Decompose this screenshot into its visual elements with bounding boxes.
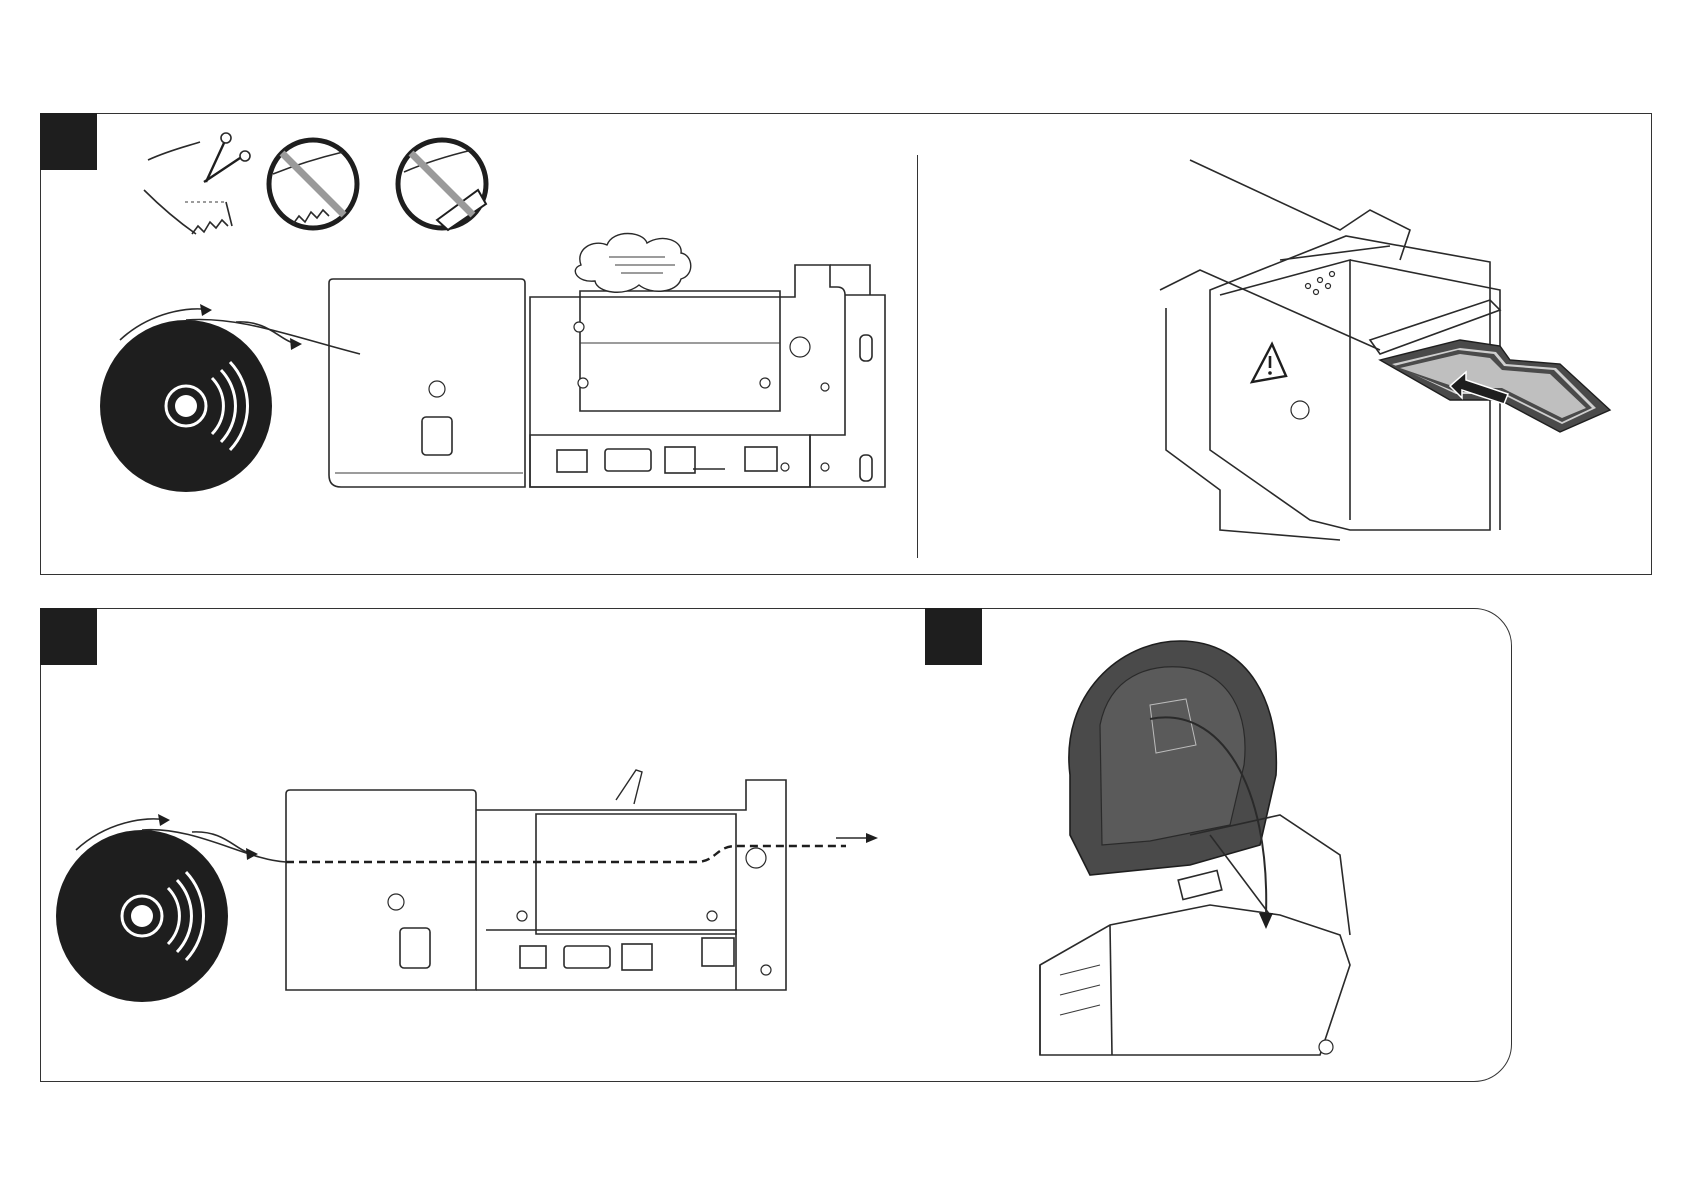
- warning-icon: [1252, 344, 1286, 382]
- prohibited-folded-edge-icon: [392, 134, 492, 234]
- printer-side-view-top: [325, 235, 895, 495]
- printer-front-insertion: [1160, 150, 1620, 550]
- close-cover-illustration: [1030, 635, 1450, 1075]
- paper-path-side-view: [56, 770, 896, 1010]
- prohibited-torn-edge-icon: [263, 134, 363, 234]
- step-marker-4: [925, 608, 982, 665]
- step-marker-3: [40, 608, 97, 665]
- scissors-cut-paper-icon: [140, 130, 260, 240]
- step-marker-1: [40, 113, 97, 170]
- panel-divider: [917, 155, 918, 558]
